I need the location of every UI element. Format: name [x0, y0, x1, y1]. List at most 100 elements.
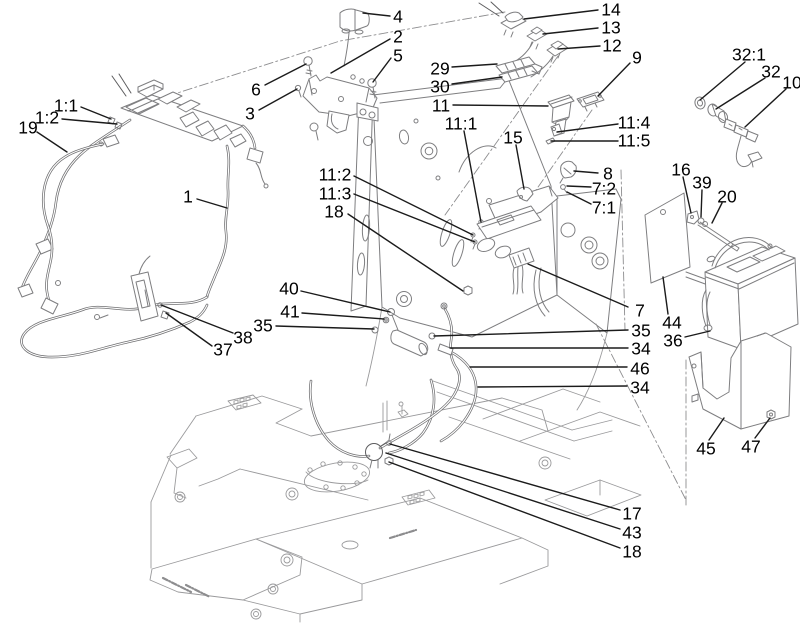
leader-line [463, 130, 482, 223]
callout-number: 40 [279, 278, 299, 298]
callout-29-21: 29 [430, 58, 498, 78]
callout-number: 5 [393, 45, 403, 65]
callout-7-2-29: 7:2 [566, 178, 616, 198]
callout-40-12: 40 [279, 278, 391, 313]
callout-number: 43 [622, 522, 641, 542]
screw-7-2 [560, 184, 566, 190]
leader-line [542, 27, 599, 35]
callout-34-41: 34 [477, 377, 650, 397]
callout-3-4: 3 [245, 88, 298, 123]
leader-line [556, 123, 619, 133]
callout-number: 6 [251, 79, 261, 99]
callout-number: 3 [245, 103, 255, 123]
callout-number: 11:4 [618, 112, 651, 132]
callout-number: 32 [761, 61, 780, 81]
leader-line [523, 9, 599, 20]
callout-number: 44 [662, 312, 682, 332]
callout-number: 39 [692, 172, 711, 192]
leader-line [301, 312, 385, 320]
callout-32-32: 32 [715, 61, 781, 110]
callout-36-43: 36 [663, 330, 711, 350]
callout-number: 7:2 [592, 178, 616, 198]
leader-line [160, 304, 234, 334]
starter-solenoid-and-cables [309, 302, 478, 458]
leader-line [700, 189, 703, 218]
callout-8-28: 8 [573, 163, 613, 183]
callout-1-2-6: 1:2 [35, 107, 118, 127]
callout-16-34: 16 [671, 159, 692, 214]
callout-number: 41 [280, 301, 299, 321]
leader-line [452, 104, 549, 107]
leader-line [715, 77, 766, 110]
leader-line [754, 417, 771, 439]
callout-34-39: 34 [449, 338, 651, 358]
leader-line [557, 45, 601, 50]
callout-number: 13 [601, 17, 620, 37]
leader-line [451, 63, 498, 68]
leader-line [566, 191, 592, 205]
callout-number: 9 [632, 47, 642, 67]
leader-line [451, 76, 503, 85]
callout-number: 34 [631, 338, 651, 358]
toggle-switches [478, 1, 569, 78]
leader-line [264, 63, 307, 86]
leader-line [36, 131, 68, 153]
nut-18-target [463, 285, 473, 296]
callout-10-33: 10 [744, 72, 800, 128]
callout-number: 14 [601, 0, 621, 19]
leader-line [347, 213, 464, 292]
callout-5-2: 5 [372, 45, 403, 83]
phantom-reference-lines [167, 11, 687, 506]
leader-line [573, 170, 599, 174]
nut-18-bottom-target [384, 456, 394, 466]
leader-line [330, 38, 391, 74]
seat-tower-panels [350, 77, 622, 338]
callout-number: 18 [324, 201, 343, 221]
callout-number: 45 [696, 438, 715, 458]
callout-39-35: 39 [692, 172, 712, 218]
leader-line [258, 88, 298, 111]
callout-17-46: 17 [389, 443, 642, 523]
battery-36 [701, 237, 799, 350]
leader-line [353, 193, 476, 243]
screw-3 [294, 84, 302, 92]
callout-number: 7 [635, 300, 645, 320]
callout-number: 1 [183, 186, 193, 206]
leader-line [433, 329, 629, 337]
leader-line [477, 385, 628, 388]
callout-number: 12 [602, 35, 621, 55]
callout-46-40: 46 [469, 358, 650, 378]
cable-lug-34 [437, 343, 454, 356]
leader-line [711, 202, 723, 224]
callout-number: 11 [432, 95, 450, 115]
callout-45-44: 45 [696, 417, 725, 458]
callout-number: 34 [630, 377, 650, 397]
callout-number: 15 [503, 127, 522, 147]
wire-harness-assembly [17, 73, 269, 359]
callout-number: 32:1 [732, 44, 766, 64]
callout-7-1-30: 7:1 [566, 191, 616, 217]
callout-number: 11:3 [319, 183, 352, 203]
leader-line [300, 290, 391, 313]
bracket-15 [516, 186, 534, 202]
callout-18-48: 18 [388, 461, 642, 561]
callout-11-4-26: 11:4 [556, 112, 651, 133]
callout-number: 16 [671, 159, 690, 179]
callout-13-18: 13 [542, 17, 621, 37]
leader-line [385, 452, 621, 530]
callout-44-42: 44 [662, 276, 682, 332]
callout-number: 11:2 [319, 164, 352, 184]
callout-number: 29 [430, 58, 449, 78]
callout-11-2-9: 11:2 [319, 164, 474, 236]
leader-line [196, 198, 228, 209]
bolt-17-target [386, 440, 392, 446]
ignition-module-assembly [470, 160, 577, 295]
callout-37-16: 37 [165, 312, 233, 359]
callout-number: 47 [741, 436, 760, 456]
key-switch-11 [545, 94, 575, 145]
cable-clamp-43 [365, 433, 394, 469]
callout-number: 35 [631, 320, 650, 340]
clip-1-2-target [114, 121, 123, 130]
